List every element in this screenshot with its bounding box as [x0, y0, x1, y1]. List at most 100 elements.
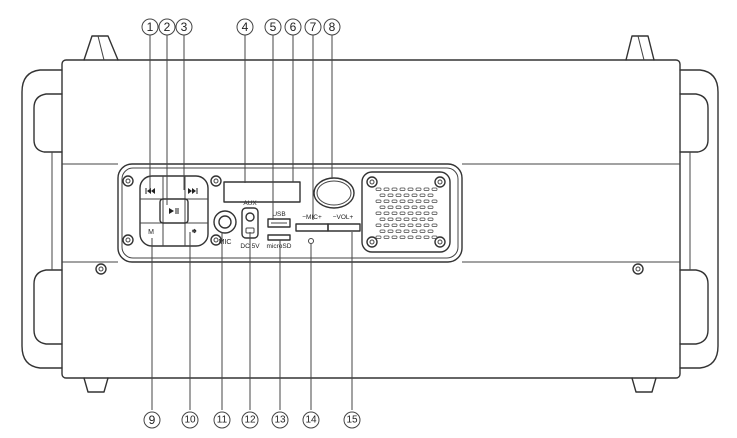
grille-slot [403, 193, 410, 197]
grille-slot [387, 217, 394, 221]
grille-slot [403, 205, 410, 209]
mic-label: MIC [219, 239, 232, 246]
svg-text:6: 6 [290, 20, 297, 34]
volume-buttons[interactable]: −VOL+ [327, 214, 361, 232]
grille-slot [383, 235, 390, 239]
grille-slot [407, 223, 414, 227]
callout-1: 1 [141, 18, 159, 36]
grille-slot [415, 235, 422, 239]
button-cluster[interactable]: M [139, 175, 209, 247]
grille-slot [399, 211, 406, 215]
speaker-body [61, 59, 681, 379]
indicator-light [308, 238, 314, 244]
svg-text:14: 14 [305, 415, 317, 426]
mode-button-label[interactable]: M [148, 229, 154, 236]
grille-slot [387, 193, 394, 197]
grille-slot [375, 235, 382, 239]
callouts-top: 1 2 3 4 5 6 7 8 [141, 18, 341, 36]
volume-label: −VOL+ [333, 214, 354, 221]
grille-slot [427, 229, 434, 233]
usb-port[interactable]: USB [267, 211, 291, 228]
svg-text:11: 11 [217, 415, 228, 426]
grille-slot [407, 211, 414, 215]
svg-text:5: 5 [270, 20, 277, 34]
grille-slot [415, 211, 422, 215]
panel-screw [122, 175, 134, 187]
grille-slot [423, 187, 430, 191]
grille-slot [423, 223, 430, 227]
svg-text:4: 4 [242, 20, 249, 34]
grille-slot [375, 199, 382, 203]
grille-slot [419, 217, 426, 221]
callout-15: 15 [343, 411, 361, 429]
grille-slot [395, 217, 402, 221]
callout-7: 7 [304, 18, 322, 36]
grille-slot [411, 205, 418, 209]
svg-text:7: 7 [310, 20, 317, 34]
grille-slot [419, 229, 426, 233]
grille-slot [419, 205, 426, 209]
grille-slot [395, 193, 402, 197]
grille-slot [431, 187, 438, 191]
grille-slot [427, 193, 434, 197]
svg-text:13: 13 [274, 415, 286, 426]
svg-text:10: 10 [184, 415, 196, 426]
play-pause-icon [169, 208, 179, 214]
mic-volume-buttons[interactable]: −MIC+ [295, 214, 329, 232]
grille-slot [431, 199, 438, 203]
microsd-slot[interactable]: microSD [267, 234, 292, 250]
grille-slot [383, 223, 390, 227]
grille-slot [431, 211, 438, 215]
next-track-icon[interactable] [188, 188, 198, 194]
grille-slot [379, 229, 386, 233]
grille-slot [431, 235, 438, 239]
panel-screw [210, 234, 222, 246]
grille-slot [399, 199, 406, 203]
svg-text:1: 1 [147, 20, 154, 34]
grille-slot [399, 223, 406, 227]
callout-10: 10 [181, 411, 199, 429]
grille-slot [415, 223, 422, 227]
usb-label: USB [272, 211, 285, 218]
svg-text:9: 9 [149, 413, 156, 427]
callout-9: 9 [143, 411, 161, 429]
grille-slot [423, 199, 430, 203]
microsd-label: microSD [267, 243, 292, 250]
callout-8: 8 [323, 18, 341, 36]
svg-text:2: 2 [164, 20, 171, 34]
panel-screw [210, 175, 222, 187]
callout-2: 2 [158, 18, 176, 36]
grille-slot [403, 229, 410, 233]
callout-5: 5 [264, 18, 282, 36]
grille-slot [383, 187, 390, 191]
mic-jack[interactable]: MIC [213, 210, 237, 246]
grille-slot [411, 229, 418, 233]
control-panel [117, 163, 463, 263]
grille-slot [395, 229, 402, 233]
grille-slot [415, 199, 422, 203]
grille-slot [391, 223, 398, 227]
callout-13: 13 [271, 411, 289, 429]
play-pause-button[interactable] [159, 198, 189, 224]
grille-slot [423, 235, 430, 239]
grille-slot [415, 187, 422, 191]
svg-text:12: 12 [244, 415, 256, 426]
svg-text:8: 8 [329, 20, 336, 34]
callout-12: 12 [241, 411, 259, 429]
bluetooth-icon[interactable] [191, 228, 197, 234]
led-display [223, 181, 301, 203]
grille-slot [403, 217, 410, 221]
round-knob[interactable] [313, 177, 355, 209]
grille-slot [391, 199, 398, 203]
grille-slot [391, 235, 398, 239]
grille-slot [379, 193, 386, 197]
speaker-grille [361, 171, 451, 253]
grille-slot [383, 199, 390, 203]
callout-4: 4 [236, 18, 254, 36]
grille-slot [375, 223, 382, 227]
grille-slot [407, 235, 414, 239]
callout-leaders [149, 35, 353, 410]
grille-slot [427, 205, 434, 209]
grille-slot [407, 187, 414, 191]
